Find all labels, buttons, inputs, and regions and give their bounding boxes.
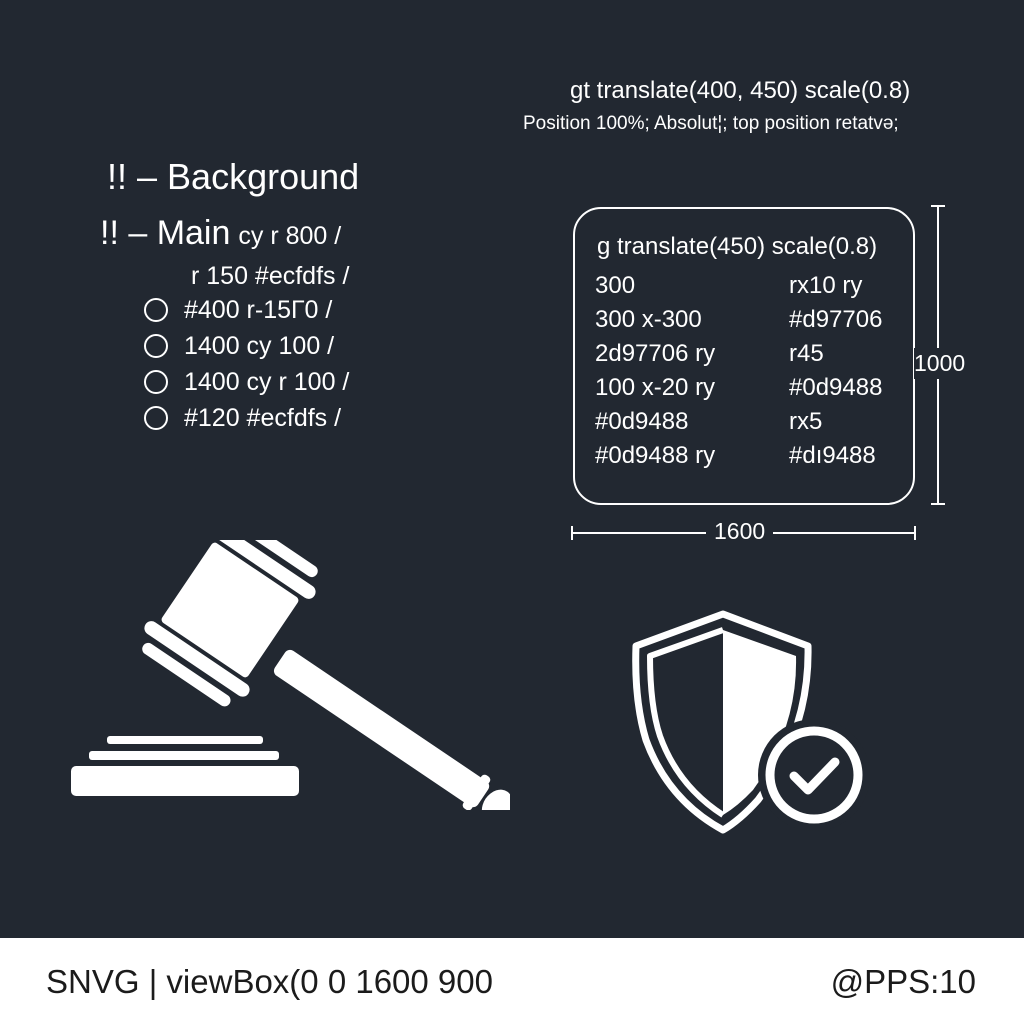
code-cell: rx10 ry bbox=[789, 272, 863, 299]
code-cell: #0d9488 bbox=[595, 408, 689, 435]
height-dimension-label: 1000 bbox=[914, 348, 966, 379]
radio-label: 1400 cy 100 / bbox=[184, 331, 335, 360]
footer-left-text: SNVG | viewBox(0 0 1600 900 bbox=[46, 963, 493, 1000]
code-box: g translate(450) scale(0.8) 300 rx10 ry … bbox=[573, 207, 915, 505]
radio-circle-icon[interactable] bbox=[144, 334, 168, 358]
height-dimension-cap-bottom bbox=[931, 503, 945, 505]
code-cell: #0d9488 bbox=[789, 374, 883, 401]
width-dimension-label: 1600 bbox=[706, 518, 774, 545]
width-dimension-cap-right bbox=[914, 526, 916, 540]
code-cell: 100 x-20 ry bbox=[595, 374, 716, 401]
code-cell: 300 x-300 bbox=[595, 306, 702, 333]
heading-main: !! – Main bbox=[100, 214, 231, 252]
footer-right-text: @PPS:10 bbox=[830, 963, 976, 1000]
code-cell: r45 bbox=[789, 340, 824, 367]
canvas: gt translate(400, 450) scale(0.8) Positi… bbox=[71, 77, 966, 834]
radio-label: 1400 cy r 100 / bbox=[184, 367, 350, 396]
code-cell: #dı9488 bbox=[789, 442, 876, 469]
radio-circle-icon[interactable] bbox=[144, 370, 168, 394]
heading-background: !! – Background bbox=[107, 156, 360, 197]
top-title: gt translate(400, 450) scale(0.8) bbox=[570, 77, 911, 104]
code-cell: rx5 bbox=[789, 408, 823, 435]
radio-item[interactable]: #120 #ecfdfs / bbox=[144, 400, 349, 436]
width-dimension-cap-left bbox=[571, 526, 573, 540]
radio-label: #400 r-15Г0 / bbox=[184, 295, 333, 324]
radio-label: #120 #ecfdfs / bbox=[184, 403, 342, 432]
code-cell: 2d97706 ry bbox=[595, 340, 716, 367]
plain-line: r 150 #ecfdfs / bbox=[191, 262, 350, 290]
heading-main-extra: cy r 800 / bbox=[238, 222, 342, 250]
code-grid: 300 rx10 ry 300 x-300 #d97706 2d97706 ry… bbox=[595, 269, 905, 473]
gavel-icon bbox=[71, 540, 510, 810]
code-box-header: g translate(450) scale(0.8) bbox=[597, 233, 878, 260]
radio-item[interactable]: 1400 cy 100 / bbox=[144, 328, 349, 364]
code-cell: 300 bbox=[595, 272, 636, 299]
radio-item[interactable]: #400 r-15Г0 / bbox=[144, 292, 349, 328]
height-dimension-cap-top bbox=[931, 205, 945, 207]
radio-item[interactable]: 1400 cy r 100 / bbox=[144, 364, 349, 400]
code-cell: #d97706 bbox=[789, 306, 883, 333]
footer-bar: SNVG | viewBox(0 0 1600 900 @PPS:10 bbox=[0, 938, 1024, 1024]
radio-circle-icon[interactable] bbox=[144, 406, 168, 430]
top-subtitle: Position 100%; Absolut¦; top position re… bbox=[523, 113, 899, 134]
radio-circle-icon[interactable] bbox=[144, 298, 168, 322]
radio-list: #400 r-15Г0 / 1400 cy 100 / 1400 cy r 10… bbox=[144, 292, 349, 436]
shield-check-icon bbox=[632, 610, 870, 834]
code-cell: #0d9488 ry bbox=[595, 442, 716, 469]
